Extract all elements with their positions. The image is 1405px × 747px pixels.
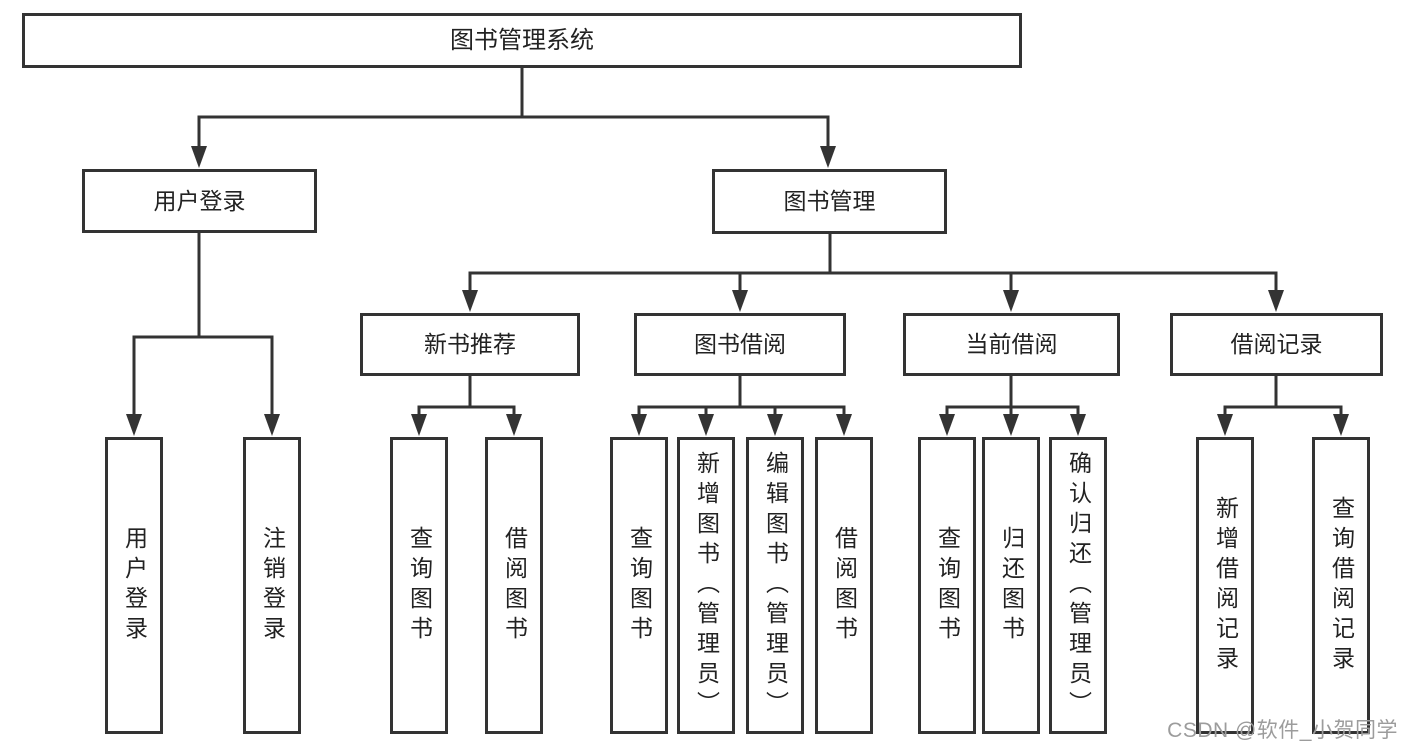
node-borrow-record: 借阅记录 [1170,313,1383,376]
node-root-system: 图书管理系统 [22,13,1022,68]
leaf-newbook-query-book: 查询图书 [390,437,448,734]
leaf-borrow-query-book: 查询图书 [610,437,668,734]
connector-borrow-record [1223,376,1343,415]
node-book-borrow: 图书借阅 [634,313,846,376]
leaf-add-book-admin: 新增图书（管理员） [677,437,735,734]
leaf-return-book: 归还图书 [982,437,1040,734]
node-book-management-branch: 图书管理 [712,169,947,234]
leaf-edit-book-admin: 编辑图书（管理员） [746,437,804,734]
connector-user-login [132,232,274,415]
leaf-add-borrow-record: 新增借阅记录 [1196,437,1254,734]
leaf-user-login: 用户登录 [105,437,163,734]
leaf-confirm-return-admin: 确认归还（管理员） [1049,437,1107,734]
node-current-borrow: 当前借阅 [903,313,1120,376]
connector-new-book [417,376,516,415]
node-user-login-branch: 用户登录 [82,169,317,233]
connector-book-management [468,234,1278,291]
leaf-borrow-book: 借阅图书 [815,437,873,734]
csdn-watermark: CSDN @软件_小贺同学 [1167,719,1398,742]
leaf-query-borrow-record: 查询借阅记录 [1312,437,1370,734]
leaf-current-query-book: 查询图书 [918,437,976,734]
connector-root [197,68,830,147]
node-new-book-recommend: 新书推荐 [360,313,580,376]
connector-current-borrow [945,376,1080,415]
leaf-logout: 注销登录 [243,437,301,734]
connector-book-borrow [637,376,846,415]
leaf-newbook-borrow-book: 借阅图书 [485,437,543,734]
